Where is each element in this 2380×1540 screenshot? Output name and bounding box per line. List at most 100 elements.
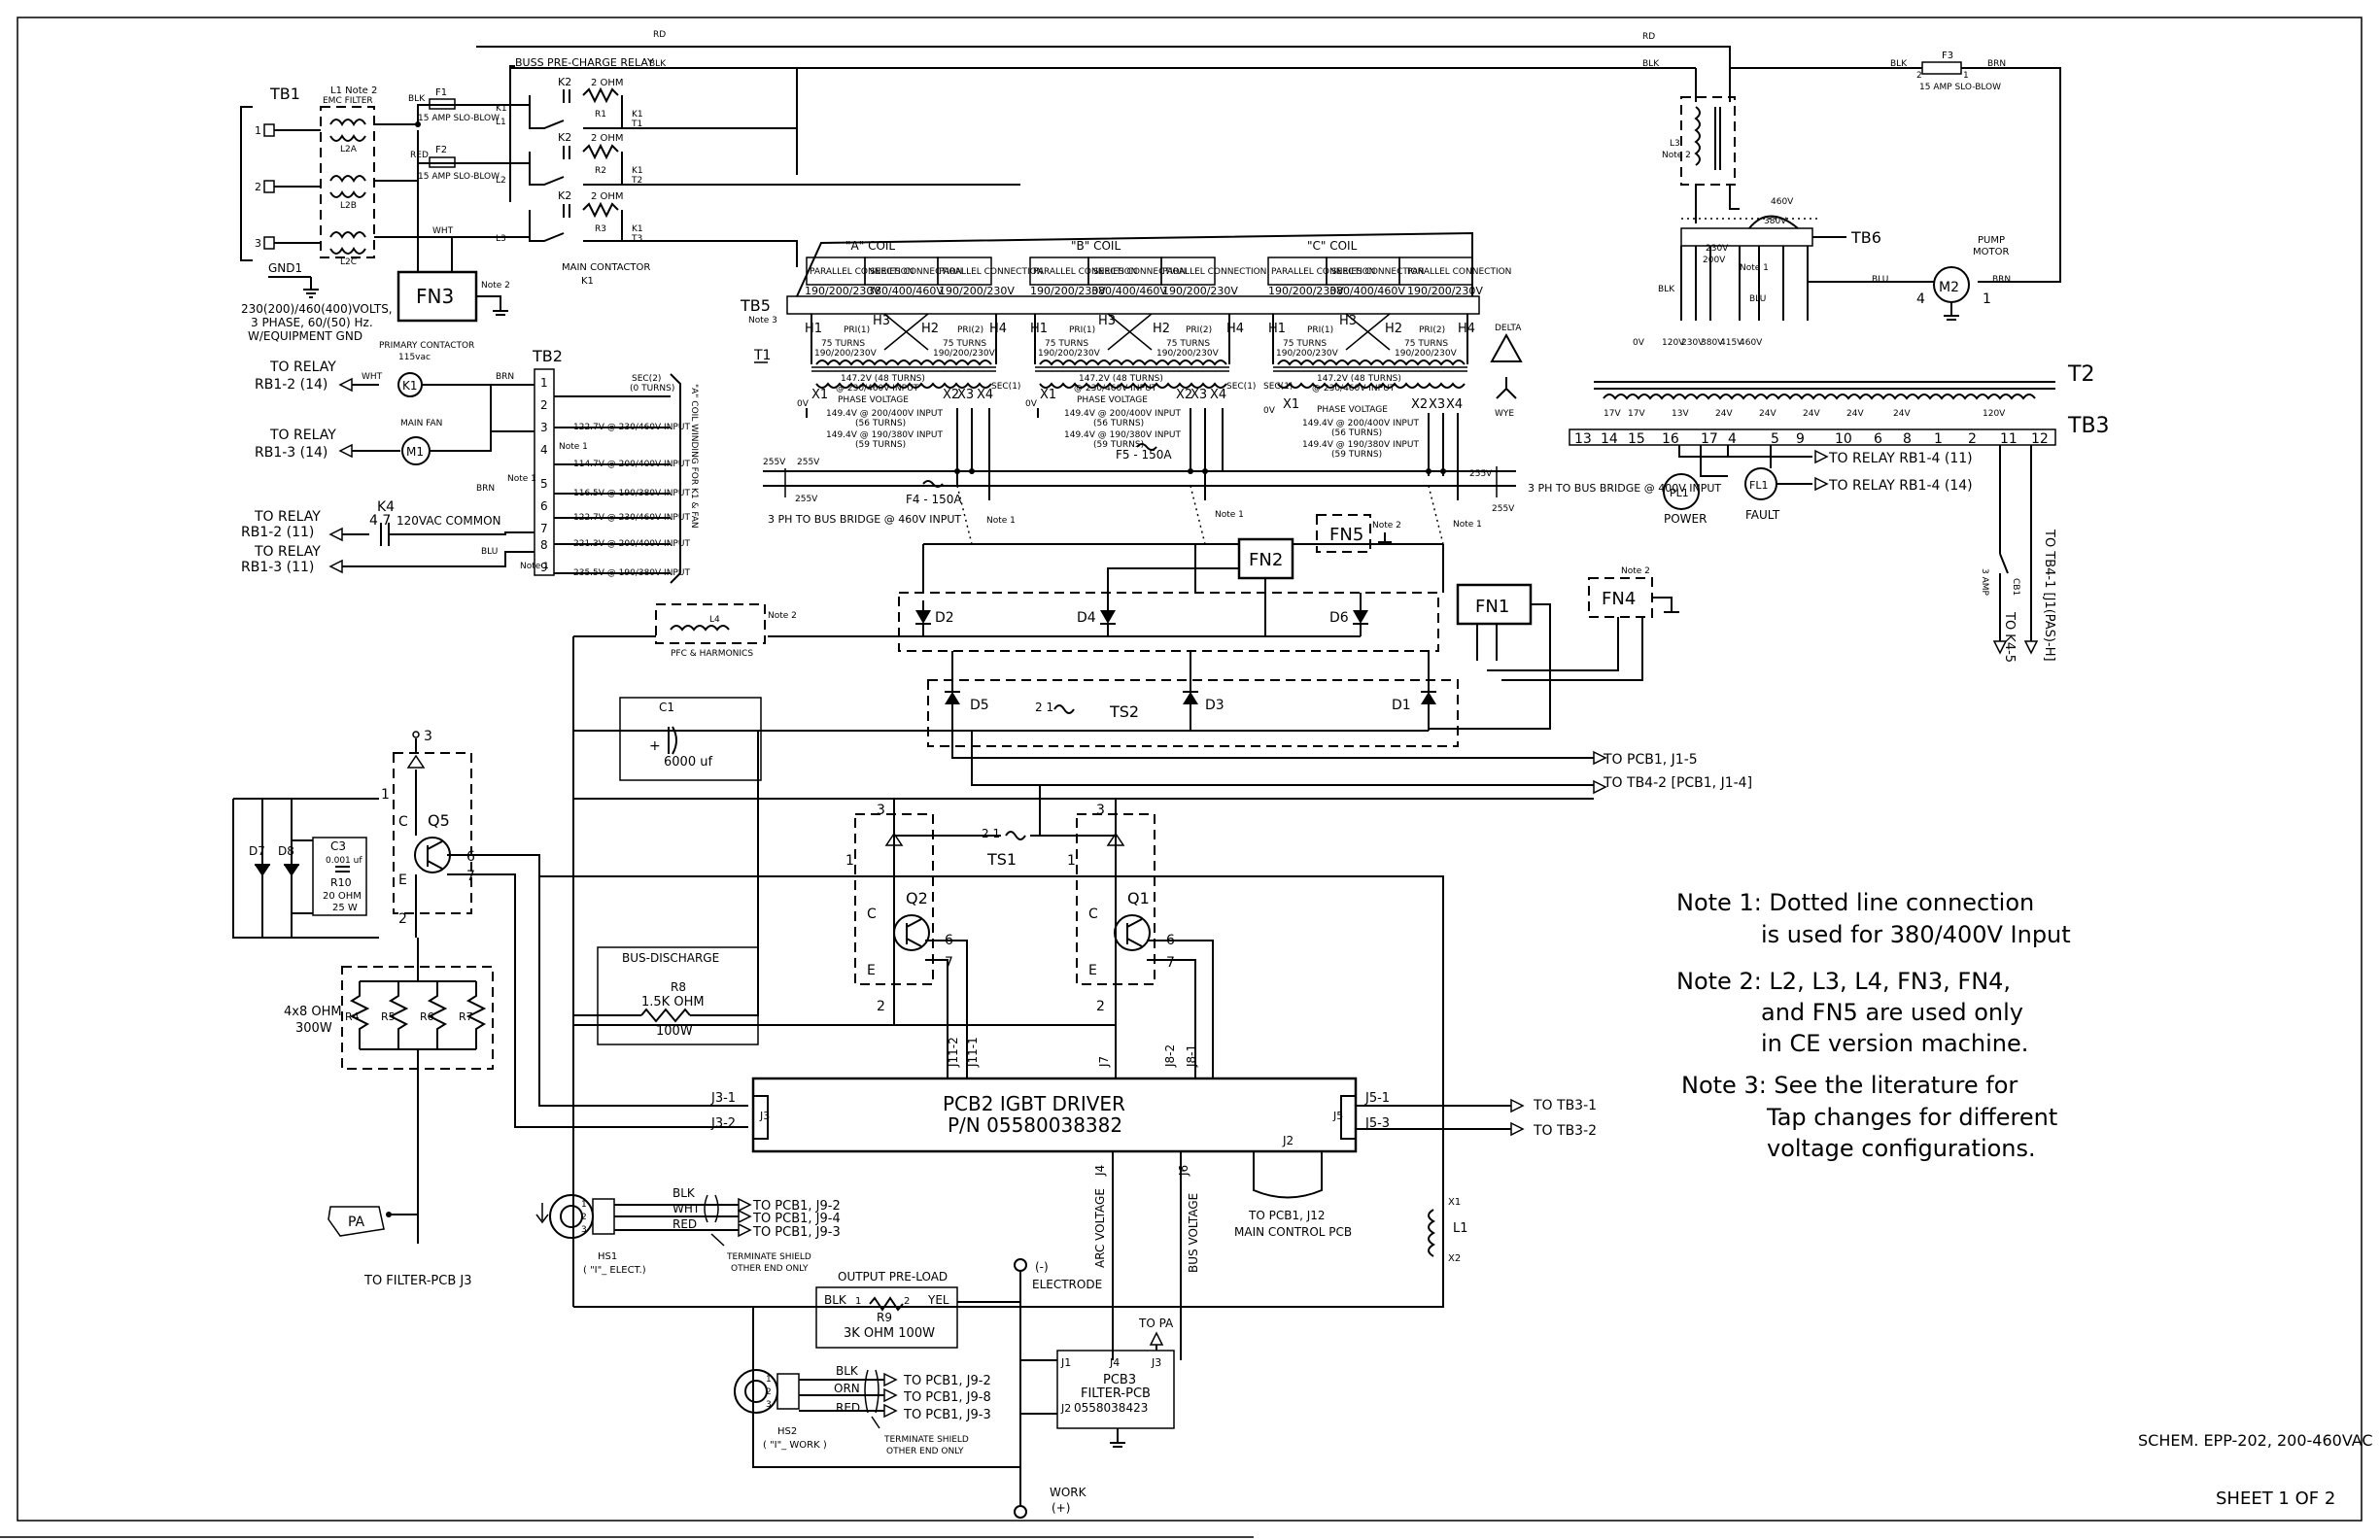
schematic-label: C	[867, 907, 877, 922]
schematic-label: 2	[877, 999, 885, 1014]
schematic-label: 15 AMP SLO-BLOW	[418, 172, 500, 182]
schematic-label: PHASE VOLTAGE	[1317, 405, 1388, 415]
schematic-label: MAIN FAN	[400, 419, 442, 428]
schematic-label: 149.4V @ 190/380V INPUT	[826, 430, 943, 440]
schematic-label: 190/200/230V	[1156, 349, 1220, 359]
schematic-label: 460V	[1771, 197, 1794, 207]
schematic-label: D3	[1205, 698, 1224, 713]
schematic-label: BLK	[836, 1364, 859, 1378]
schematic-label: Q2	[906, 889, 928, 907]
sheet-border	[17, 17, 2363, 1522]
schematic-label: TO RELAY	[269, 428, 336, 443]
schematic-label: PRI(1)	[1307, 325, 1333, 335]
schematic-label: TB2	[532, 347, 563, 365]
schematic-label: D8	[278, 844, 294, 858]
schematic-label: 7	[540, 522, 548, 535]
schematic-label: 255V	[1469, 469, 1493, 479]
schematic-label: D5	[970, 698, 989, 713]
schematic-label: R4	[345, 1010, 360, 1023]
schematic-label: FN5	[1329, 525, 1363, 545]
schematic-label: L3	[496, 234, 506, 244]
schematic-label: D6	[1329, 610, 1349, 626]
schematic-label: TERMINATE SHIELD	[726, 1252, 811, 1262]
schematic-label: (59 TURNS)	[1331, 450, 1382, 460]
schematic-label: BLK	[824, 1293, 847, 1307]
svg-text:13V: 13V	[1672, 409, 1689, 419]
schematic-label: X4	[1210, 388, 1226, 402]
schematic-label: H2	[1153, 322, 1170, 336]
schematic-label: PARALLEL CONNECTION	[1271, 267, 1375, 277]
note3-line3: voltage configurations.	[1767, 1135, 2036, 1162]
schematic-label: X2	[943, 388, 959, 402]
schematic-label: PRI(1)	[1069, 325, 1095, 335]
schematic-label: E	[398, 873, 407, 888]
schematic-label: BUS VOLTAGE	[1187, 1193, 1200, 1273]
schematic-label: 190/200/230V	[805, 285, 880, 297]
input-voltage-line1: 230(200)/460(400)VOLTS,	[241, 302, 393, 316]
schematic-label: (-)	[1035, 1260, 1049, 1274]
schematic-label: "C" COIL	[1307, 239, 1358, 253]
schematic-label: (56 TURNS)	[1093, 419, 1144, 428]
control-power: RD BLK BLK F3 2 1 15 AMP SLO-BLOW BRN L3…	[1642, 32, 2061, 283]
schematic-label: BLK	[1658, 285, 1675, 294]
schematic-label: J11-1	[966, 1037, 980, 1068]
svg-text:2: 2	[1916, 71, 1922, 81]
schematic-label: 15	[1628, 431, 1645, 447]
schematic-label: PARALLEL CONNECTION	[939, 267, 1043, 277]
schematic-label: PUMP	[1978, 235, 2005, 246]
schematic-label: 4	[1728, 431, 1737, 447]
svg-text:460V: 460V	[1740, 338, 1763, 348]
schematic-label: 2	[540, 398, 548, 412]
schematic-label: J5	[1332, 1110, 1343, 1122]
schematic-label: 190/200/230V	[1276, 349, 1339, 359]
schematic-label: 380/400/460V	[1091, 285, 1167, 297]
schematic-label: TO PCB1, J9-2	[752, 1199, 841, 1214]
schematic-label: 1	[1934, 431, 1943, 447]
schematic-label: J7	[1097, 1056, 1111, 1068]
discharge-resistor-bank: 4x8 OHM 300W R4 R5 R6 R7	[284, 938, 494, 1244]
schematic-label: Note 2	[1662, 151, 1691, 160]
schematic-label: TO RELAY	[254, 544, 321, 560]
tb1-terminal-block: TB1 1 2 3 GND1 230(200)/460(400)VOLTS, 3…	[240, 85, 393, 343]
schematic-label: SERIES CONNECTION	[1331, 267, 1424, 277]
schematic-label: D1	[1392, 698, 1411, 713]
schematic-label: 2 OHM	[591, 78, 624, 88]
schematic-label: @ 230/460V INPUT	[1074, 384, 1157, 394]
schematic-label: D7	[249, 844, 265, 858]
schematic-label: F3	[1942, 51, 1953, 61]
schematic-label: PCB2 IGBT DRIVER	[943, 1092, 1125, 1115]
schematic-label: FL1	[1749, 479, 1768, 492]
notes-block: Note 1: Dotted line connection is used f…	[1676, 889, 2071, 1162]
schematic-label: J5-1	[1364, 1091, 1390, 1106]
schematic-label: 75 TURNS	[943, 339, 986, 349]
schematic-label: MAIN CONTACTOR	[562, 262, 650, 273]
schematic-label: 2	[1096, 999, 1105, 1014]
schematic-label: H3	[873, 314, 890, 328]
schematic-label: SERIES CONNECTION	[1093, 267, 1186, 277]
schematic-label: J8-1	[1185, 1044, 1198, 1068]
schematic-label: 12	[2031, 431, 2049, 447]
schematic-label: BUS-DISCHARGE	[622, 951, 719, 965]
schematic-label: EMC FILTER	[323, 96, 373, 106]
schematic-label: OUTPUT PRE-LOAD	[838, 1270, 948, 1283]
schematic-label: H1	[1030, 322, 1048, 336]
note2-line3: in CE version machine.	[1761, 1030, 2028, 1057]
schematic-label: DELTA	[1495, 324, 1522, 333]
schematic-label: 149.4V @ 200/400V INPUT	[1302, 419, 1419, 428]
svg-text:120V: 120V	[1662, 338, 1685, 348]
schematic-label: 3 PH TO BUS BRIDGE @ 400V INPUT	[1528, 482, 1721, 495]
schematic-label: 147.2V (48 TURNS)	[841, 374, 925, 384]
schematic-label: R1	[595, 110, 606, 120]
schematic-label: SEC(1)	[1263, 382, 1293, 392]
title-block: SCHEM. EPP-202, 200-460VAC SHEET 1 OF 2	[2138, 1431, 2373, 1509]
schematic-label: BLK	[673, 1186, 696, 1200]
schematic-label: 9	[1796, 431, 1805, 447]
igbt-q2: 3 1 C Q2 E 6 7 2	[845, 799, 968, 1098]
schematic-label: PRI(2)	[957, 325, 983, 335]
schematic-label: PRI(1)	[844, 325, 870, 335]
schematic-label: RD	[653, 30, 666, 40]
schematic-label: 190/200/230V	[1407, 285, 1483, 297]
schematic-label: 0558038423	[1074, 1401, 1148, 1415]
schematic-label: ORN	[834, 1382, 860, 1395]
